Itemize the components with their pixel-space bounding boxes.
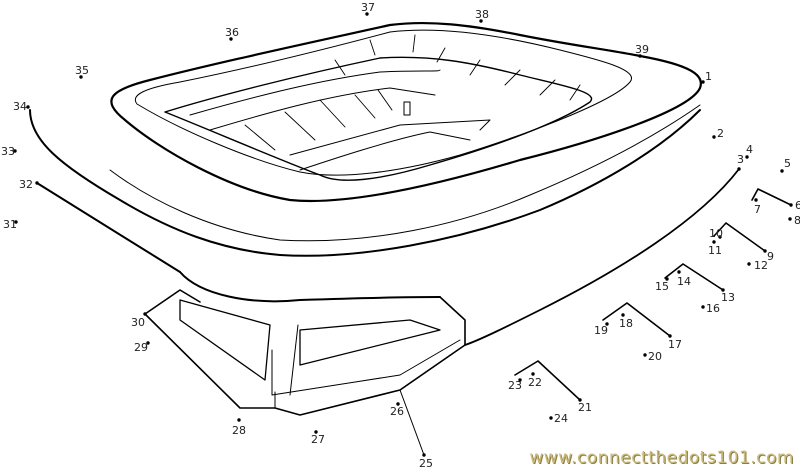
dot-label-39: 39 xyxy=(635,43,649,56)
dot-12 xyxy=(747,262,751,266)
dot-label-26: 26 xyxy=(390,405,404,418)
dot-35 xyxy=(79,75,83,79)
dot-29 xyxy=(146,341,150,345)
dot-label-17: 17 xyxy=(668,338,682,351)
dot-7 xyxy=(754,198,758,202)
dot-label-25: 25 xyxy=(419,457,433,470)
dot-label-27: 27 xyxy=(311,433,325,446)
dot-39 xyxy=(638,54,642,58)
dot-13 xyxy=(721,288,725,292)
dot-label-20: 20 xyxy=(648,350,662,363)
dot-label-22: 22 xyxy=(528,376,542,389)
dot-label-24: 24 xyxy=(554,412,568,425)
dot-label-14: 14 xyxy=(677,275,691,288)
dot-4 xyxy=(745,155,749,159)
dot-19 xyxy=(605,322,609,326)
dot-3 xyxy=(737,167,741,171)
stadium-outline xyxy=(29,21,792,456)
dot-label-5: 5 xyxy=(784,157,791,170)
dot-label-10: 10 xyxy=(709,227,723,240)
dot-17 xyxy=(668,334,672,338)
dot-label-2: 2 xyxy=(717,127,724,140)
dot-36 xyxy=(229,37,233,41)
dot-label-21: 21 xyxy=(578,401,592,414)
dot-33 xyxy=(13,149,17,153)
dot-label-9: 9 xyxy=(767,250,774,263)
dot-37 xyxy=(365,12,369,16)
dot-34 xyxy=(26,105,30,109)
dot-28 xyxy=(237,418,241,422)
dot-label-11: 11 xyxy=(708,244,722,257)
dot-21 xyxy=(578,398,582,402)
dot-label-28: 28 xyxy=(232,424,246,437)
dot-label-37: 37 xyxy=(361,1,375,14)
dot-20 xyxy=(643,353,647,357)
dot-16 xyxy=(701,305,705,309)
dot-14 xyxy=(677,270,681,274)
dot-label-6: 6 xyxy=(795,199,800,212)
dot-label-4: 4 xyxy=(746,143,753,156)
dot-9 xyxy=(763,249,767,253)
dot-label-33: 33 xyxy=(1,145,15,158)
dot-2 xyxy=(712,135,716,139)
dot-26 xyxy=(396,402,400,406)
dot-label-8: 8 xyxy=(794,214,800,227)
dot-22 xyxy=(531,372,535,376)
dot-label-19: 19 xyxy=(594,324,608,337)
dot-label-3: 3 xyxy=(737,153,744,166)
dot-label-35: 35 xyxy=(75,64,89,77)
dot-38 xyxy=(479,19,483,23)
dot-label-38: 38 xyxy=(475,8,489,21)
dot-30 xyxy=(143,312,147,316)
dot-25 xyxy=(422,453,426,457)
dot-10 xyxy=(718,235,722,239)
dot-label-13: 13 xyxy=(721,291,735,304)
dot-5 xyxy=(780,169,784,173)
dot-label-12: 12 xyxy=(754,259,768,272)
watermark: www.connectthedots101.com xyxy=(529,448,794,468)
dot-1 xyxy=(701,80,705,84)
dot-label-32: 32 xyxy=(19,178,33,191)
dot-label-18: 18 xyxy=(619,317,633,330)
dot-32 xyxy=(35,181,39,185)
dot-label-36: 36 xyxy=(225,26,239,39)
dot-label-7: 7 xyxy=(754,203,761,216)
dot-label-30: 30 xyxy=(131,316,145,329)
dot-label-1: 1 xyxy=(705,70,712,83)
dot-31 xyxy=(14,220,18,224)
dot-24 xyxy=(549,416,553,420)
dot-label-15: 15 xyxy=(655,280,669,293)
dot-label-34: 34 xyxy=(13,100,27,113)
dot-15 xyxy=(665,277,669,281)
dot-6 xyxy=(789,203,793,207)
dot-11 xyxy=(712,240,716,244)
dot-label-16: 16 xyxy=(706,302,720,315)
dot-27 xyxy=(314,430,318,434)
dot-18 xyxy=(621,313,625,317)
dot-label-31: 31 xyxy=(3,218,17,231)
dot-23 xyxy=(518,378,522,382)
dot-label-29: 29 xyxy=(134,341,148,354)
dot-8 xyxy=(788,217,792,221)
dot-label-23: 23 xyxy=(508,379,522,392)
